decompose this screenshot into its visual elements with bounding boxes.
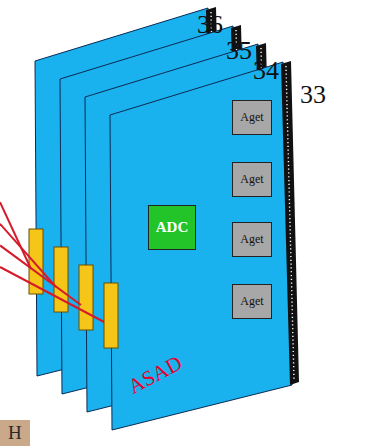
chip-label: Aget <box>240 172 263 187</box>
cable <box>0 224 56 287</box>
asad-board <box>110 62 292 430</box>
aget-chip: Aget <box>232 100 272 135</box>
aget-chip: Aget <box>232 162 272 197</box>
yellow-connector <box>79 265 93 330</box>
aget-chip: Aget <box>232 222 272 257</box>
aget-chip: Aget <box>232 284 272 319</box>
cable <box>0 267 106 323</box>
chip-label: ADC <box>156 219 189 236</box>
callout-number: 36 <box>197 10 223 40</box>
callout-number: 33 <box>300 80 326 110</box>
callout-number: 35 <box>226 36 252 66</box>
chip-label: Aget <box>240 232 263 247</box>
chip-label: Aget <box>240 110 263 125</box>
asad-board: ASADADCAgetAgetAgetAget <box>100 58 300 438</box>
cable <box>0 245 81 305</box>
adc-chip: ADC <box>148 205 196 250</box>
tile-letter: H <box>8 422 22 444</box>
connector-pins <box>286 66 294 380</box>
chip-label: Aget <box>240 294 263 309</box>
callout-number: 34 <box>253 56 279 86</box>
tile <box>0 420 30 446</box>
yellow-connector <box>104 283 118 348</box>
edge-connector <box>281 61 299 385</box>
cable <box>0 202 31 269</box>
